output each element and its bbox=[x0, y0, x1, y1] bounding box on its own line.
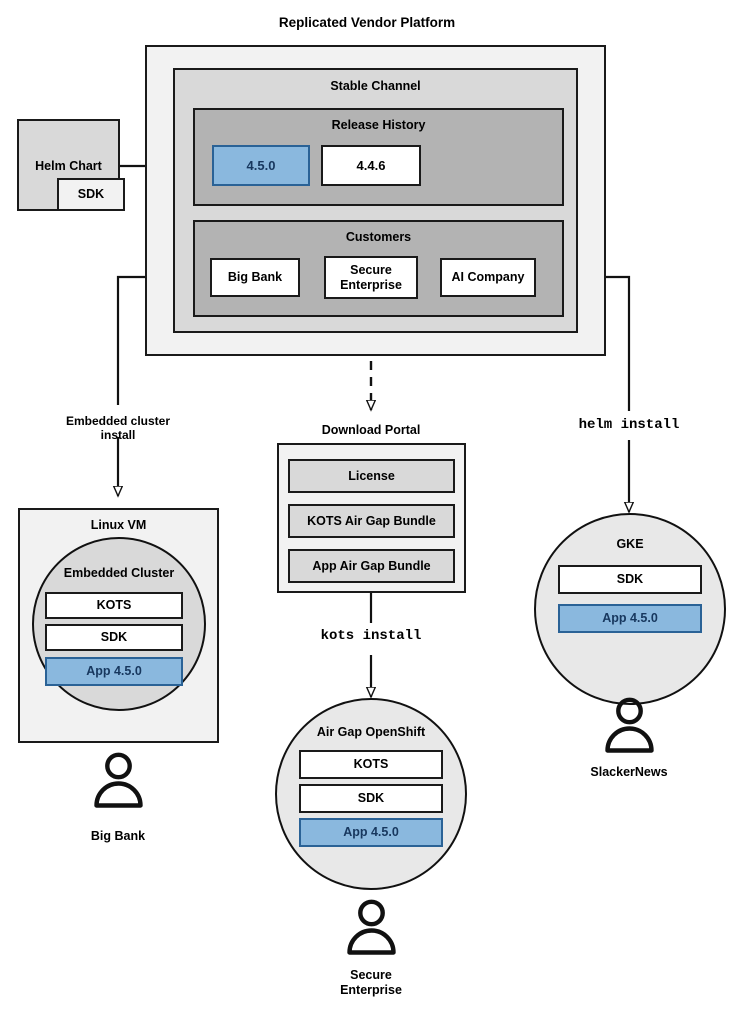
actor-big-bank-icon bbox=[94, 752, 143, 808]
openshift-component-kots[interactable]: KOTS bbox=[299, 750, 443, 779]
linux-vm-component-sdk[interactable]: SDK bbox=[45, 624, 183, 651]
actor-secure-enterprise-label: Secure Enterprise bbox=[340, 968, 402, 997]
release-4-4-6[interactable]: 4.4.6 bbox=[321, 145, 421, 186]
customer-ai-company-label: AI Company bbox=[451, 270, 525, 285]
actor-big-bank-label: Big Bank bbox=[90, 829, 146, 843]
gke-component-app[interactable]: App 4.5.0 bbox=[558, 604, 702, 633]
customer-ai-company[interactable]: AI Company bbox=[440, 258, 536, 297]
linux-vm-component-kots[interactable]: KOTS bbox=[45, 592, 183, 619]
customer-big-bank-label: Big Bank bbox=[227, 270, 283, 285]
openshift-component-sdk[interactable]: SDK bbox=[299, 784, 443, 813]
customer-secure-enterprise[interactable]: Secure Enterprise bbox=[324, 256, 418, 299]
helm-chart-label: Helm Chart bbox=[35, 159, 102, 173]
linux-vm-component-sdk-label: SDK bbox=[100, 630, 128, 645]
download-portal-label: Download Portal bbox=[321, 423, 421, 437]
actor-secure-enterprise-icon bbox=[347, 899, 396, 955]
release-history-label: Release History bbox=[331, 118, 426, 132]
linux-vm-component-app-label: App 4.5.0 bbox=[86, 664, 142, 679]
download-portal-item-license-label: License bbox=[348, 468, 395, 483]
release-4-5-0-label: 4.5.0 bbox=[246, 157, 276, 173]
helm-chart-sdk-box[interactable]: SDK bbox=[57, 178, 125, 211]
linux-vm-component-app[interactable]: App 4.5.0 bbox=[45, 657, 183, 686]
customer-secure-enterprise-label: Secure Enterprise bbox=[340, 263, 402, 292]
download-portal-item-app-airgap[interactable]: App Air Gap Bundle bbox=[288, 549, 455, 583]
gke-component-app-label: App 4.5.0 bbox=[602, 611, 658, 626]
edge-label-kots-install: kots install bbox=[320, 628, 422, 644]
openshift-component-app[interactable]: App 4.5.0 bbox=[299, 818, 443, 847]
gke-label: GKE bbox=[616, 537, 644, 551]
embedded-cluster-label: Embedded Cluster bbox=[63, 566, 175, 580]
linux-vm-component-kots-label: KOTS bbox=[96, 598, 132, 613]
release-4-4-6-label: 4.4.6 bbox=[356, 157, 386, 173]
edge-label-helm-install: helm install bbox=[578, 417, 680, 433]
download-portal-item-kots-airgap-label: KOTS Air Gap Bundle bbox=[307, 513, 436, 528]
gke-component-sdk-label: SDK bbox=[616, 572, 644, 587]
air-gap-openshift-label: Air Gap OpenShift bbox=[316, 725, 426, 739]
download-portal-item-app-airgap-label: App Air Gap Bundle bbox=[312, 558, 431, 573]
release-4-5-0[interactable]: 4.5.0 bbox=[212, 145, 310, 186]
customer-big-bank[interactable]: Big Bank bbox=[210, 258, 300, 297]
actor-slackernews-icon bbox=[605, 697, 654, 753]
linux-vm-label: Linux VM bbox=[90, 518, 147, 532]
openshift-component-sdk-label: SDK bbox=[357, 791, 385, 806]
helm-chart-sdk-label: SDK bbox=[77, 187, 105, 202]
actor-slackernews-label: SlackerNews bbox=[590, 765, 668, 779]
edge-label-embedded-cluster-install: Embedded cluster install bbox=[65, 414, 171, 443]
page-title: Replicated Vendor Platform bbox=[278, 15, 456, 30]
customers-label: Customers bbox=[345, 230, 412, 244]
download-portal-item-license[interactable]: License bbox=[288, 459, 455, 493]
gke-component-sdk[interactable]: SDK bbox=[558, 565, 702, 594]
openshift-component-app-label: App 4.5.0 bbox=[343, 825, 399, 840]
download-portal-item-kots-airgap[interactable]: KOTS Air Gap Bundle bbox=[288, 504, 455, 538]
openshift-component-kots-label: KOTS bbox=[353, 757, 389, 772]
stable-channel-label: Stable Channel bbox=[330, 79, 421, 93]
